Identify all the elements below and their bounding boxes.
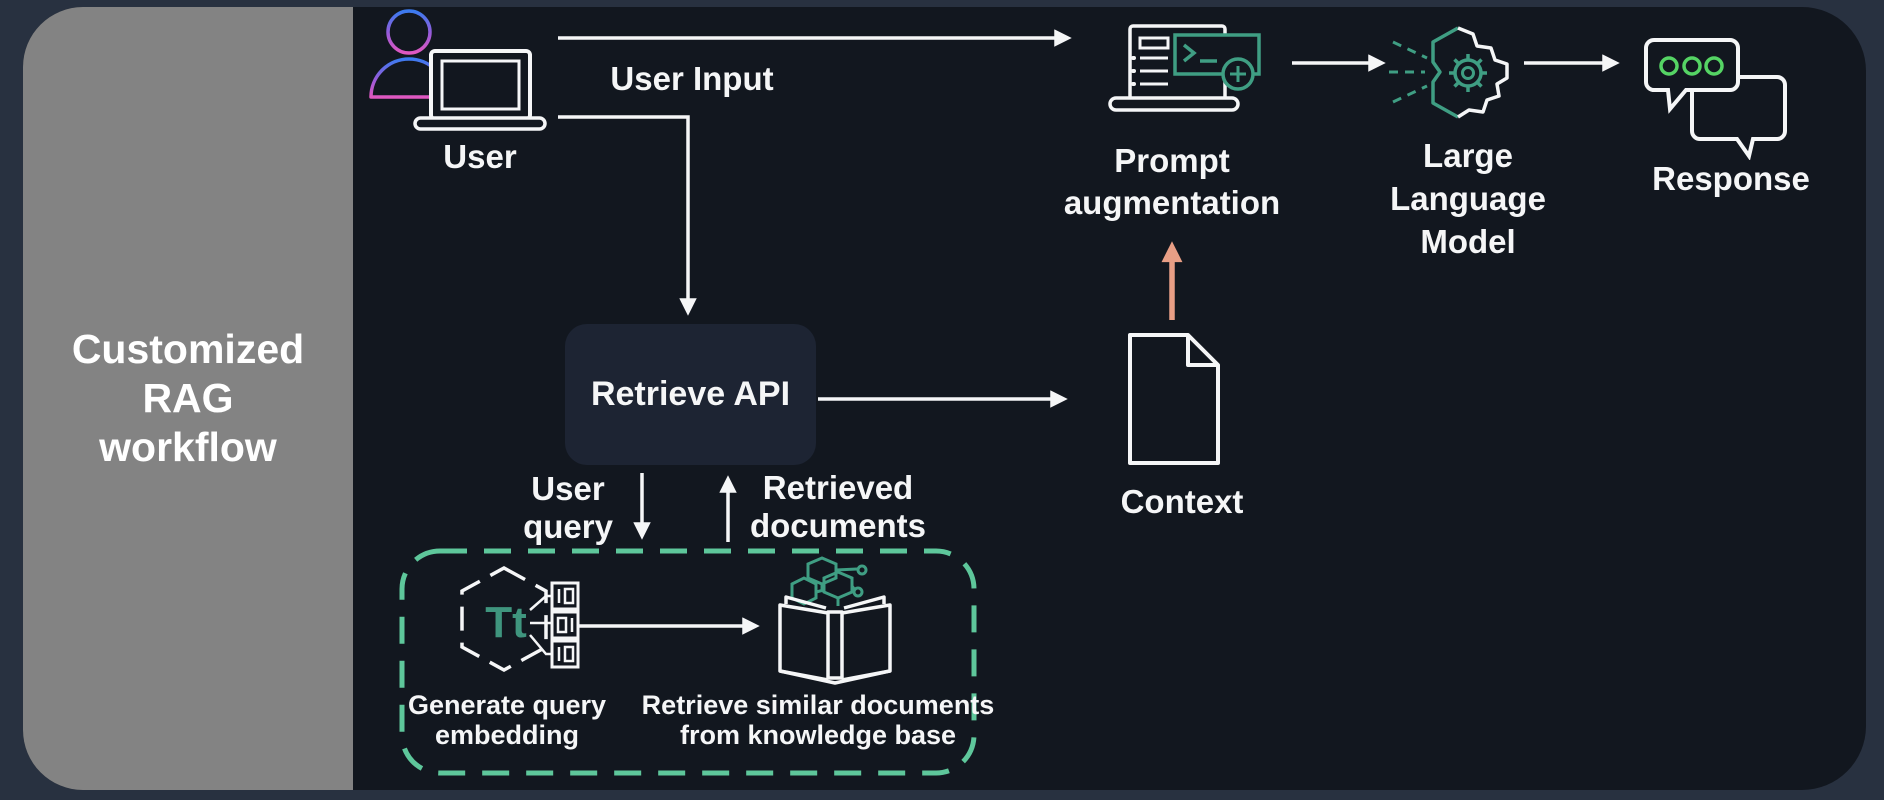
context-document-icon xyxy=(1128,333,1220,465)
document-glyph xyxy=(1128,333,1220,465)
brain-left-glyph xyxy=(1431,26,1459,119)
bit-boxes-glyph xyxy=(550,581,580,669)
embedding-glyph-text: Tt xyxy=(485,598,527,647)
context-label: Context xyxy=(1120,483,1244,520)
user-input-label: User Input xyxy=(610,60,774,97)
bit-connectors-glyph xyxy=(529,594,552,656)
user-label: User xyxy=(443,138,517,175)
open-book-glyph xyxy=(778,595,892,685)
prompt-augmentation-icon xyxy=(1108,24,1261,112)
arrow-user-to-retrieve-api xyxy=(558,115,697,316)
brain-network-glyph xyxy=(790,556,868,606)
brain-right-glyph xyxy=(1457,26,1509,119)
sidebar-title-line: RAG xyxy=(142,375,234,421)
response-label: Response xyxy=(1652,160,1810,197)
laptop-terminal-glyph xyxy=(1108,24,1261,112)
retrieve-api-label: Retrieve API xyxy=(590,375,791,413)
generate-embedding-caption: Generate query embedding xyxy=(407,690,607,750)
sidebar: Customized RAG workflow xyxy=(23,7,353,790)
response-icon xyxy=(1644,38,1787,160)
sidebar-title-line: workflow xyxy=(99,424,277,470)
retrieved-documents-label: Retrieved documents xyxy=(749,469,927,544)
user-icon xyxy=(369,9,547,131)
prompt-augmentation-label: Prompt augmentation xyxy=(1063,142,1281,221)
user-query-label: User query xyxy=(523,470,613,545)
sidebar-title-line: Customized xyxy=(71,326,305,372)
llm-label: Large Language Model xyxy=(1390,137,1546,260)
knowledge-base-caption: Retrieve similar documents from knowledg… xyxy=(641,690,995,750)
laptop-glyph xyxy=(413,49,547,131)
retrieve-api-node: Retrieve API xyxy=(565,324,816,465)
sidebar-title: Customized RAG workflow xyxy=(72,325,304,472)
hexagon-glyph xyxy=(460,566,548,672)
gear-glyph xyxy=(1449,54,1487,92)
input-rays-glyph xyxy=(1389,40,1428,104)
knowledge-base-icon xyxy=(778,556,892,685)
chat-bubbles-glyph xyxy=(1644,38,1787,160)
retrieval-group-dashed-box xyxy=(399,548,977,776)
llm-icon xyxy=(1389,26,1509,119)
query-embedding-icon: Tt xyxy=(460,566,580,672)
